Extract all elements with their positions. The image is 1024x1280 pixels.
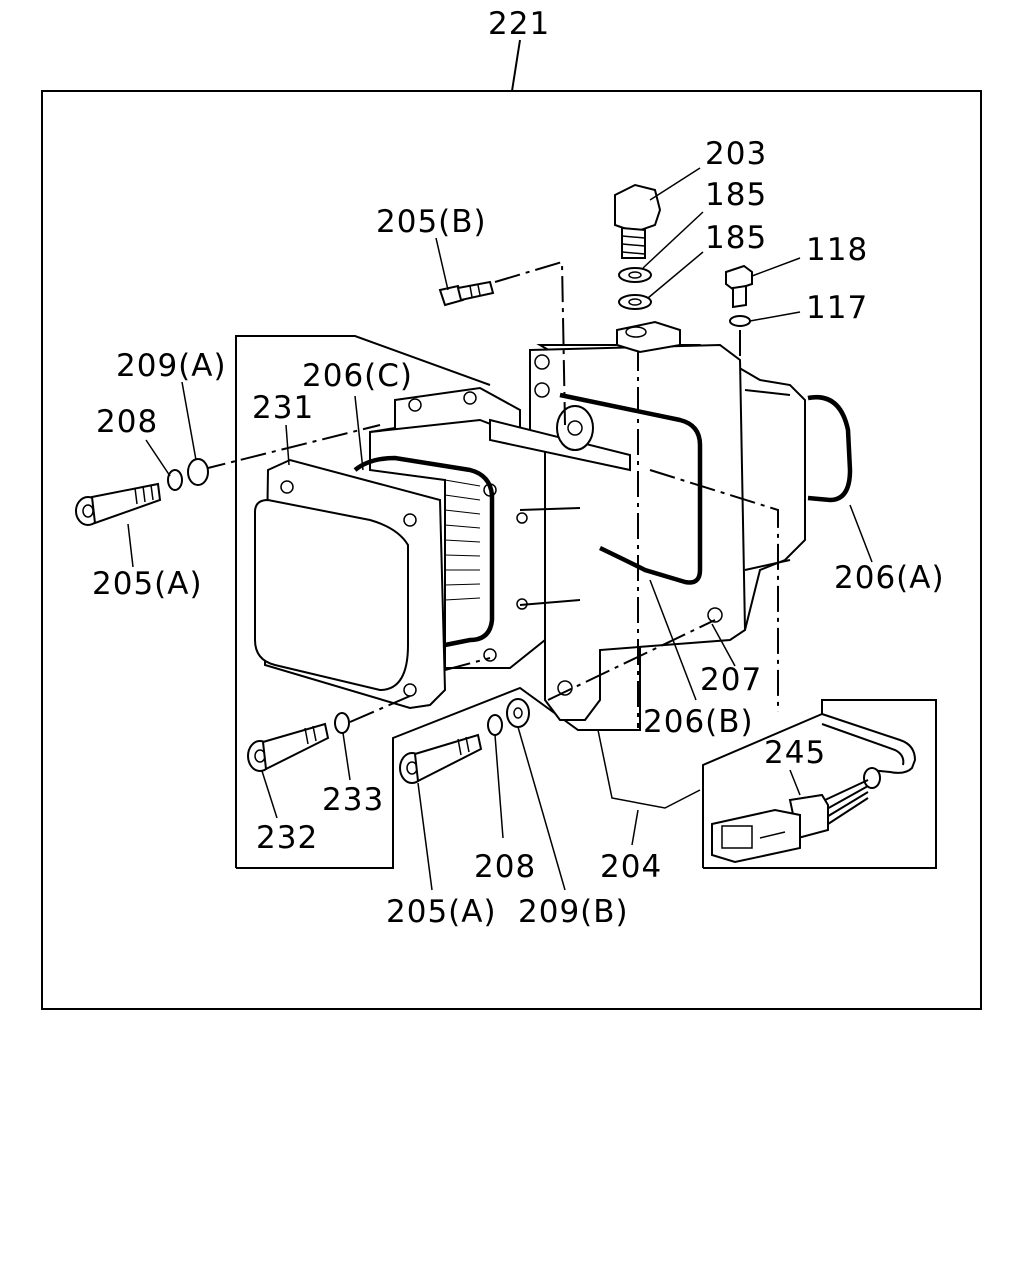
label-185-lower: 185 [705,220,767,256]
bolt-205b [438,280,495,307]
assembly-line [199,424,381,471]
washer-209b [506,698,530,728]
assembly-line [547,619,716,701]
label-205a-left: 205(A) [92,566,203,602]
label-209a: 209(A) [116,348,227,384]
label-205b: 205(B) [376,204,487,240]
washer-209a [187,458,209,486]
washer-209b-hole [513,707,523,719]
bolt-205a-bottom [399,733,483,784]
subassembly-outline-bottom [236,470,641,869]
label-206c: 206(C) [302,358,413,394]
leader-lines [127,167,873,891]
label-245: 245 [764,735,826,771]
assembly-line [494,260,566,426]
harness-connector-245 [702,699,937,869]
cover-hatching [444,479,481,601]
gasket-206c [353,455,495,648]
label-185-upper: 185 [705,177,767,213]
bolt-205a-left [75,482,162,526]
lock-washer-208-left [167,469,183,491]
lock-washer-208-bottom [487,714,503,736]
washer-185-lower-hole [628,298,642,306]
washer-117 [729,315,751,327]
washer-185-upper [618,267,652,283]
subassembly-outline [235,335,491,868]
label-208-lower: 208 [474,849,536,885]
banjo-bolt-203 [614,183,662,259]
banjo-fitting [616,320,681,354]
gasket-206b [559,392,703,585]
label-117: 117 [806,290,868,326]
assembly-line [349,695,411,723]
control-unit-body [369,386,631,669]
assembly-line [649,469,779,712]
label-204: 204 [600,849,662,885]
label-233: 233 [322,782,384,818]
cover-231 [254,458,447,710]
washer-185-upper-hole [628,271,642,279]
label-205a-bottom: 205(A) [386,894,497,930]
bolt-232 [247,722,330,772]
washer-233 [334,712,350,734]
assembly-leader [511,39,521,92]
screw-118 [725,264,753,309]
label-232: 232 [256,820,318,856]
label-206b: 206(B) [643,704,754,740]
label-118: 118 [806,232,868,268]
label-208-upper: 208 [96,404,158,440]
assembly-line [444,657,491,671]
label-203: 203 [705,136,767,172]
washer-185-lower [618,294,652,310]
gasket-206a [807,394,853,503]
label-207: 207 [700,662,762,698]
assembly-label: 221 [488,6,550,42]
label-231: 231 [252,390,314,426]
label-206a: 206(A) [834,560,945,596]
label-209b: 209(B) [518,894,629,930]
assembly-frame [41,90,982,1010]
